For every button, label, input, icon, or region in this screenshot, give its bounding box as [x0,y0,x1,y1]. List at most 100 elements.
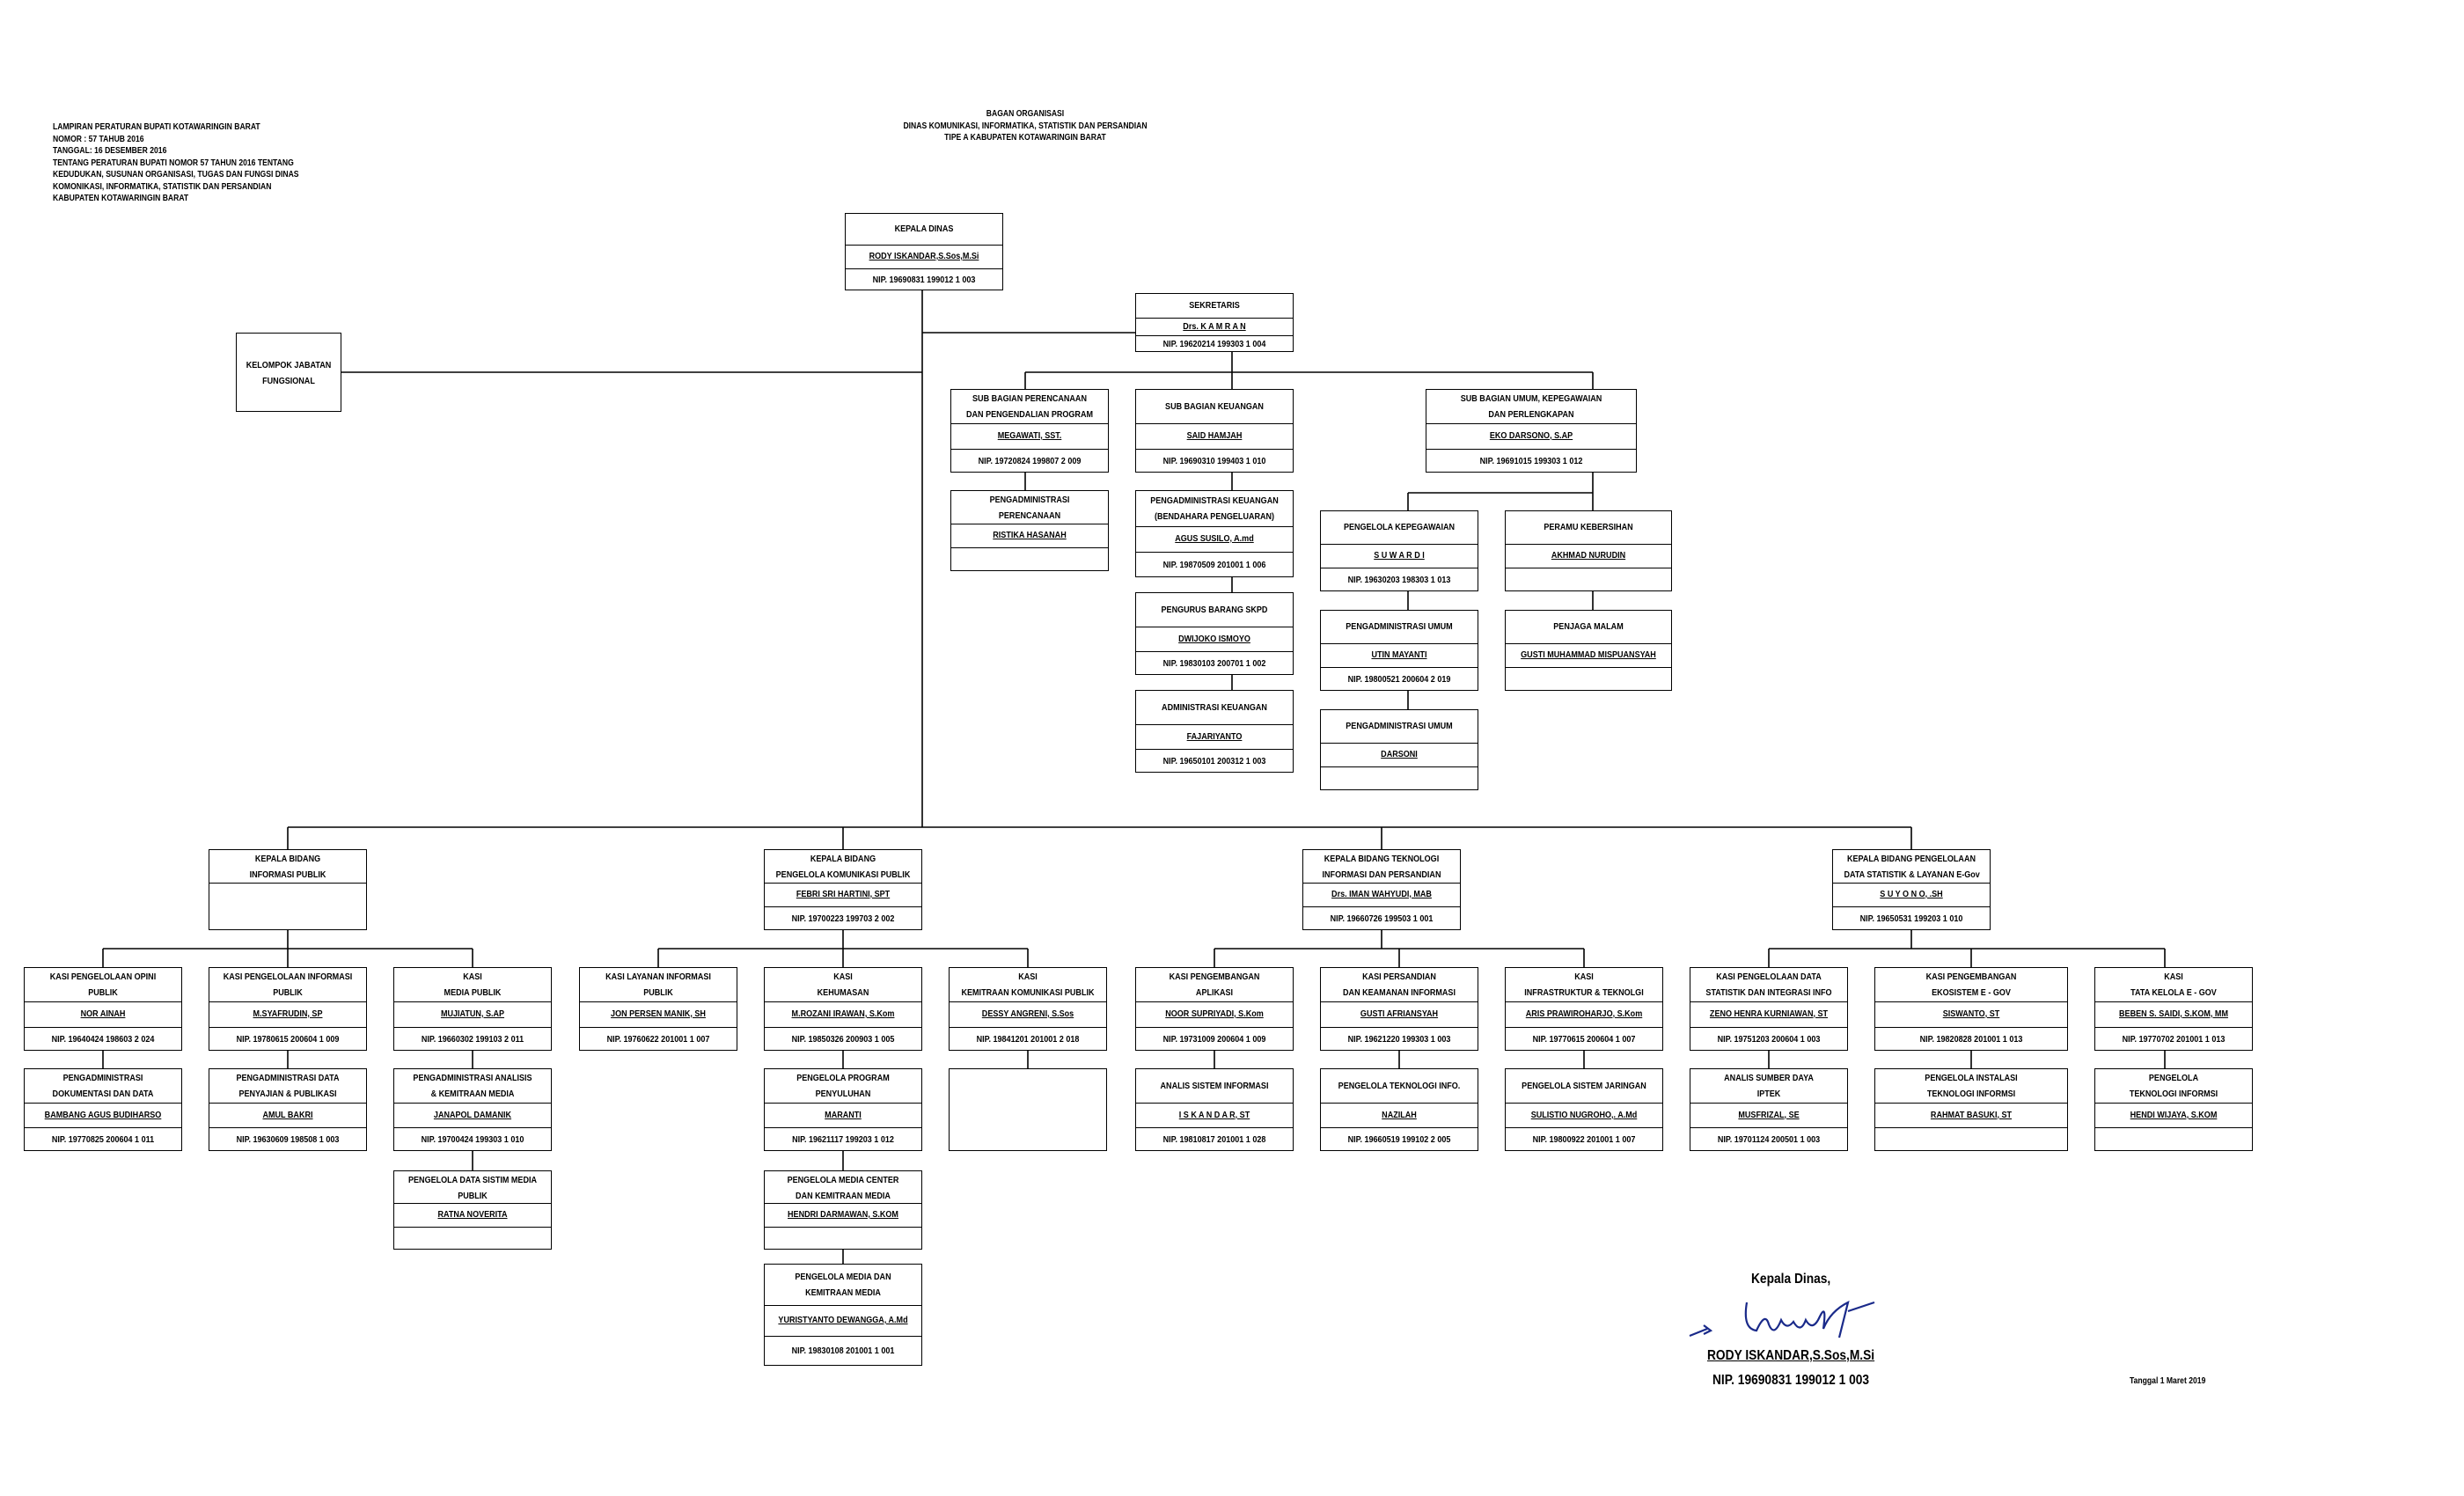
official-name: AGUS SUSILO, A.md [1175,533,1254,544]
row-divider [950,1001,1106,1002]
row-divider [2095,1001,2252,1002]
box-title-line: INFORMASI PUBLIK [249,869,326,880]
box-title-line: PENGADMINISTRASI [989,495,1070,505]
official-name: Drs. IMAN WAHYUDI, MAB [1331,889,1432,899]
official-nip: NIP. 19731009 200604 1 009 [1162,1034,1266,1045]
box-title-line: ADMINISTRASI KEUANGAN [1162,702,1267,713]
box-title-line: PENYULUHAN [815,1089,871,1099]
box-title-line: PENGELOLA [2148,1073,2199,1083]
row-divider [1136,1103,1293,1104]
box-title-line: PUBLIK [273,987,303,998]
box-title-line: PENGADMINISTRASI UMUM [1346,621,1453,632]
official-nip: NIP. 19690831 199012 1 003 [872,275,976,285]
official-nip: NIP. 19850326 200903 1 005 [791,1034,895,1045]
row-divider [1506,1001,1662,1002]
regulation-line: NOMOR : 57 TAHUB 2016 [53,134,144,144]
official-name: AKHMAD NURUDIN [1551,550,1626,561]
box-title-line: PENGADMINISTRASI UMUM [1346,721,1453,731]
official-name: Drs. K A M R A N [1183,321,1246,332]
official-nip: NIP. 19751203 200604 1 003 [1717,1034,1821,1045]
official-name: MEGAWATI, SST. [997,430,1062,441]
row-divider [1506,1027,1662,1028]
box-title-line: FUNGSIONAL [262,376,315,386]
row-divider [950,1027,1106,1028]
official-name: DARSONI [1381,749,1418,759]
box-title-line: PENGADMINISTRASI KEUANGAN [1150,495,1279,506]
box-title-line: TATA KELOLA E - GOV [2130,987,2217,998]
row-divider [1833,883,1990,884]
row-divider [846,245,1002,246]
official-name: RISTIKA HASANAH [993,530,1067,540]
official-nip: NIP. 19800521 200604 2 019 [1347,674,1451,685]
row-divider [765,1227,921,1228]
official-nip: NIP. 19780615 200604 1 009 [236,1034,340,1045]
official-nip: NIP. 19660302 199103 2 011 [421,1034,524,1045]
row-divider [25,1001,181,1002]
box-title-line: PENYAJIAN & PUBLIKASI [238,1089,337,1099]
row-divider [394,1203,551,1204]
title-line: DINAS KOMUNIKASI, INFORMATIKA, STATISTIK… [903,121,1148,131]
official-name: SULISTIO NUGROHO,. A.Md [1530,1110,1638,1120]
row-divider [580,1027,737,1028]
official-nip: NIP. 19800922 201001 1 007 [1532,1134,1636,1145]
row-divider [1321,643,1478,644]
official-nip: NIP. 19830108 201001 1 001 [791,1346,895,1356]
official-nip: NIP. 19690310 199403 1 010 [1162,456,1266,466]
box-title-line: KASI [1018,972,1038,982]
box-title-line: KEMITRAAN MEDIA [805,1287,881,1298]
box-title-line: PERENCANAAN [998,510,1061,521]
signature-name: RODY ISKANDAR,S.Sos,M.Si [1707,1348,1875,1363]
official-name: ARIS PRAWIROHARJO, S.Kom [1525,1008,1643,1019]
row-divider [1321,1027,1478,1028]
box-title-line: SUB BAGIAN KEUANGAN [1165,401,1264,412]
official-name: ZENO HENRA KURNIAWAN, ST [1709,1008,1829,1019]
official-name: AMUL BAKRI [262,1110,313,1120]
box-title-line: SUB BAGIAN UMUM, KEPEGAWAIAN [1460,393,1602,404]
official-nip: NIP. 19621117 199203 1 012 [792,1134,894,1145]
official-name: GUSTI AFRIANSYAH [1360,1008,1439,1019]
official-nip: NIP. 19650531 199203 1 010 [1859,913,1963,924]
row-divider [1136,449,1293,450]
official-name: RODY ISKANDAR,S.Sos,M.Si [869,251,979,261]
official-name: JON PERSEN MANIK, SH [611,1008,706,1019]
row-divider [1321,1127,1478,1128]
row-divider [209,1103,366,1104]
official-name: EKO DARSONO, S.AP [1489,430,1573,441]
official-name: BAMBANG AGUS BUDIHARSO [44,1110,162,1120]
official-nip: NIP. 19700424 199303 1 010 [421,1134,524,1145]
official-name: HENDI WIJAYA, S.KOM [2130,1110,2218,1120]
row-divider [1303,906,1460,907]
official-nip: NIP. 19820828 201001 1 013 [1919,1034,2023,1045]
row-divider [1690,1103,1847,1104]
official-nip: NIP. 19810817 201001 1 028 [1162,1134,1266,1145]
regulation-line: LAMPIRAN PERATURAN BUPATI KOTAWARINGIN B… [53,122,260,132]
box-title-line: KASI PENGELOLAAN DATA [1716,972,1822,982]
signature-role: Kepala Dinas, [1751,1272,1831,1287]
row-divider [2095,1127,2252,1128]
official-nip: NIP. 19701124 200501 1 003 [1717,1134,1821,1145]
official-name: FAJARIYANTO [1186,731,1243,742]
box-title-line: (BENDAHARA PENGELUARAN) [1154,511,1275,522]
box-title-line: PUBLIK [88,987,118,998]
row-divider [394,1227,551,1228]
official-nip: NIP. 19660519 199102 2 005 [1347,1134,1451,1145]
official-nip: NIP. 19640424 198603 2 024 [51,1034,155,1045]
official-name: HENDRI DARMAWAN, S.KOM [788,1209,898,1220]
row-divider [2095,1103,2252,1104]
official-nip: NIP. 19770702 201001 1 013 [2122,1034,2226,1045]
box-title-line: EKOSISTEM E - GOV [1932,987,2011,998]
official-name: NOOR SUPRIYADI, S.Kom [1165,1008,1264,1019]
box-title-line: PENGELOLA DATA SISTIM MEDIA [408,1175,537,1185]
title-line: BAGAN ORGANISASI [986,109,1065,119]
row-divider [394,1103,551,1104]
